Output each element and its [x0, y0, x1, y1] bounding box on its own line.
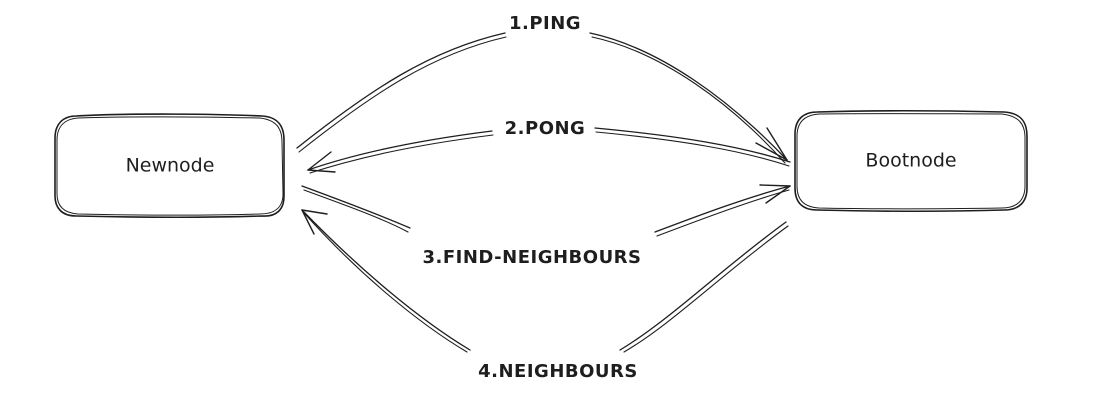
edge-pong: 2.PONG — [307, 118, 791, 174]
edge-neighbours: 4.NEIGHBOURS — [301, 209, 789, 382]
bootnode-box[interactable]: Bootnode — [794, 110, 1028, 212]
edge-label-neighbours: 4.NEIGHBOURS — [478, 361, 638, 382]
edge-label-ping: 1.PING — [509, 13, 581, 34]
newnode-box[interactable]: Newnode — [54, 113, 285, 218]
newnode-label: Newnode — [126, 155, 215, 177]
edge-find-neighbours: 3.FIND-NEIGHBOURS — [301, 184, 791, 268]
bootnode-label: Bootnode — [865, 150, 956, 172]
edge-label-pong: 2.PONG — [505, 118, 586, 139]
edge-ping: 1.PING — [296, 13, 788, 164]
edge-label-find-neighbours: 3.FIND-NEIGHBOURS — [422, 247, 641, 268]
